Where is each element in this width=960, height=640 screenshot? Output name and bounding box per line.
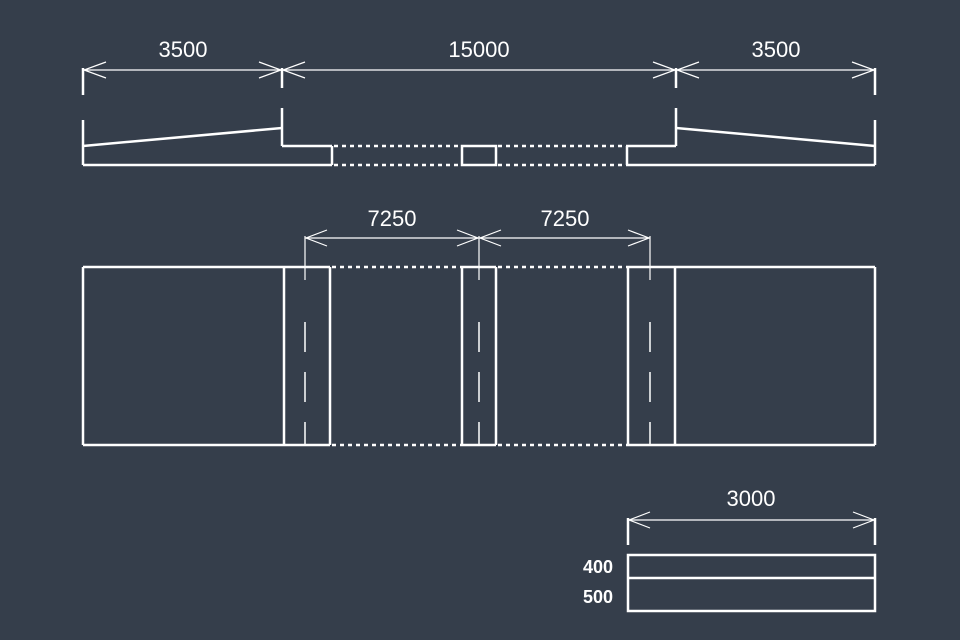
centerlines [304, 236, 651, 445]
elevation-profile [81, 108, 877, 167]
layer-thickness-bottom: 500 [583, 587, 613, 607]
dim-main-span: 15000 [448, 37, 509, 62]
elevation-dimensions: 3500 15000 3500 [81, 37, 877, 95]
section-view: 3000 400 500 [583, 486, 877, 613]
plan-view [81, 236, 877, 447]
plan-dimensions: 7250 7250 [304, 206, 651, 247]
dim-right-shoulder: 3500 [752, 37, 801, 62]
dim-section-width: 3000 [727, 486, 776, 511]
layer-thickness-top: 400 [583, 557, 613, 577]
dim-left-shoulder: 3500 [159, 37, 208, 62]
dim-left-bay: 7250 [368, 206, 417, 231]
dim-right-bay: 7250 [541, 206, 590, 231]
